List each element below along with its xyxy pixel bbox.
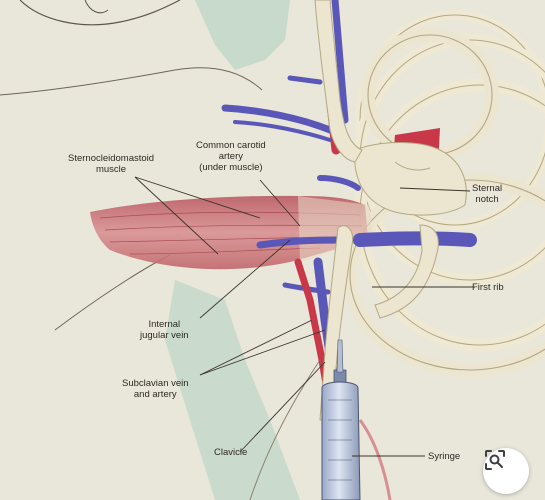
- ear-contour: [84, 0, 109, 14]
- label-internal-jugular: Internal jugular vein: [140, 319, 189, 341]
- sternocleidomastoid-muscle: [90, 195, 372, 270]
- label-first-rib: First rib: [472, 282, 504, 293]
- clavicle-bones: [314, 0, 439, 421]
- label-subclavian: Subclavian vein and artery: [122, 378, 189, 400]
- skin-green-upper: [195, 0, 290, 70]
- visual-search-button[interactable]: [483, 448, 529, 494]
- sternum: [354, 142, 467, 216]
- leader-lines: [134, 176, 475, 457]
- label-sternocleidomastoid: Sternocleidomastoid muscle: [68, 153, 155, 175]
- neck-contour-left: [0, 67, 263, 96]
- lens-search-icon: [485, 450, 505, 470]
- skin-green-lower: [165, 280, 300, 500]
- sternal-notch-mark: [394, 161, 431, 171]
- label-common-carotid: Common carotid artery (under muscle): [196, 140, 266, 173]
- label-clavicle: Clavicle: [214, 447, 248, 458]
- label-syringe: Syringe: [428, 451, 461, 462]
- label-sternal-notch: Sternal notch: [472, 183, 503, 205]
- chest-contour: [249, 359, 321, 500]
- jaw-contour: [19, 0, 181, 26]
